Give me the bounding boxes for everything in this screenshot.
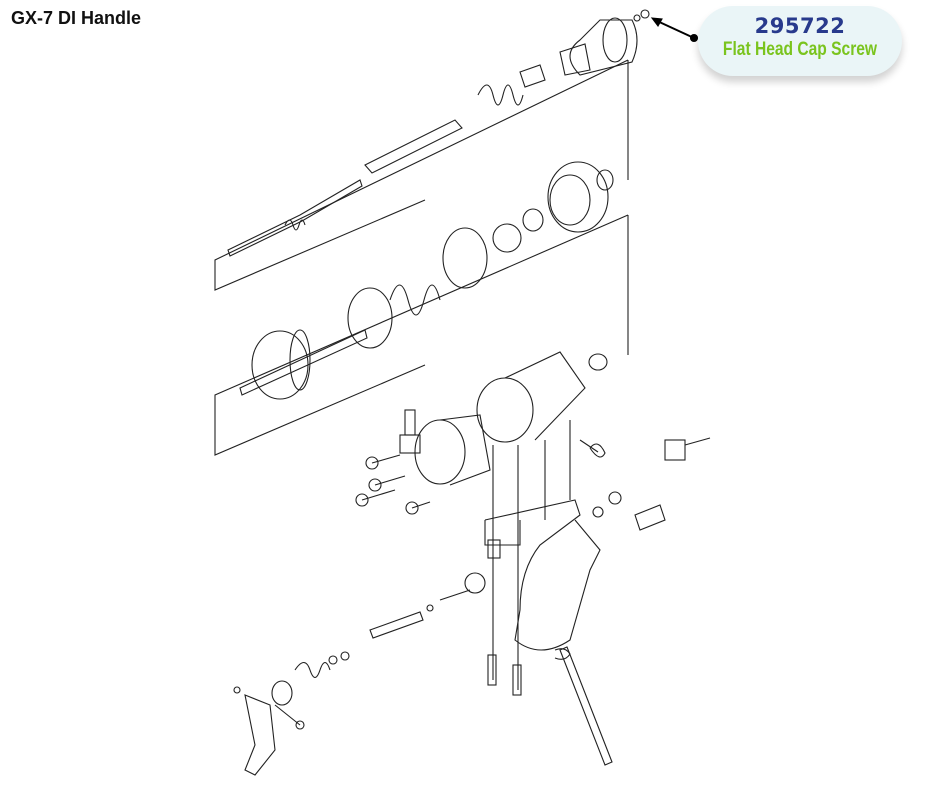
air-inlet-tube xyxy=(554,646,613,766)
trigger-valve-parts xyxy=(271,572,486,706)
part-name: Flat Head Cap Screw xyxy=(722,39,878,60)
socket-head-screws xyxy=(355,409,431,515)
diagram-title: GX-7 DI Handle xyxy=(11,8,142,28)
callout-leader-arrow xyxy=(650,17,699,43)
handle-grip-part xyxy=(484,420,601,696)
piston-head-part xyxy=(347,161,614,349)
trigger-lever-part xyxy=(233,686,305,776)
part-number: 295722 xyxy=(754,14,846,38)
right-side-fittings xyxy=(592,437,711,531)
top-housing-part xyxy=(559,17,638,76)
spring-pin-parts xyxy=(227,64,546,257)
piston-rod-part xyxy=(239,329,608,400)
part-callout-bubble: 295722 Flat Head Cap Screw xyxy=(698,6,902,76)
assembly-frame-lines xyxy=(214,59,629,456)
flat-head-cap-screw xyxy=(633,9,650,22)
cylinder-body-part xyxy=(414,351,606,486)
